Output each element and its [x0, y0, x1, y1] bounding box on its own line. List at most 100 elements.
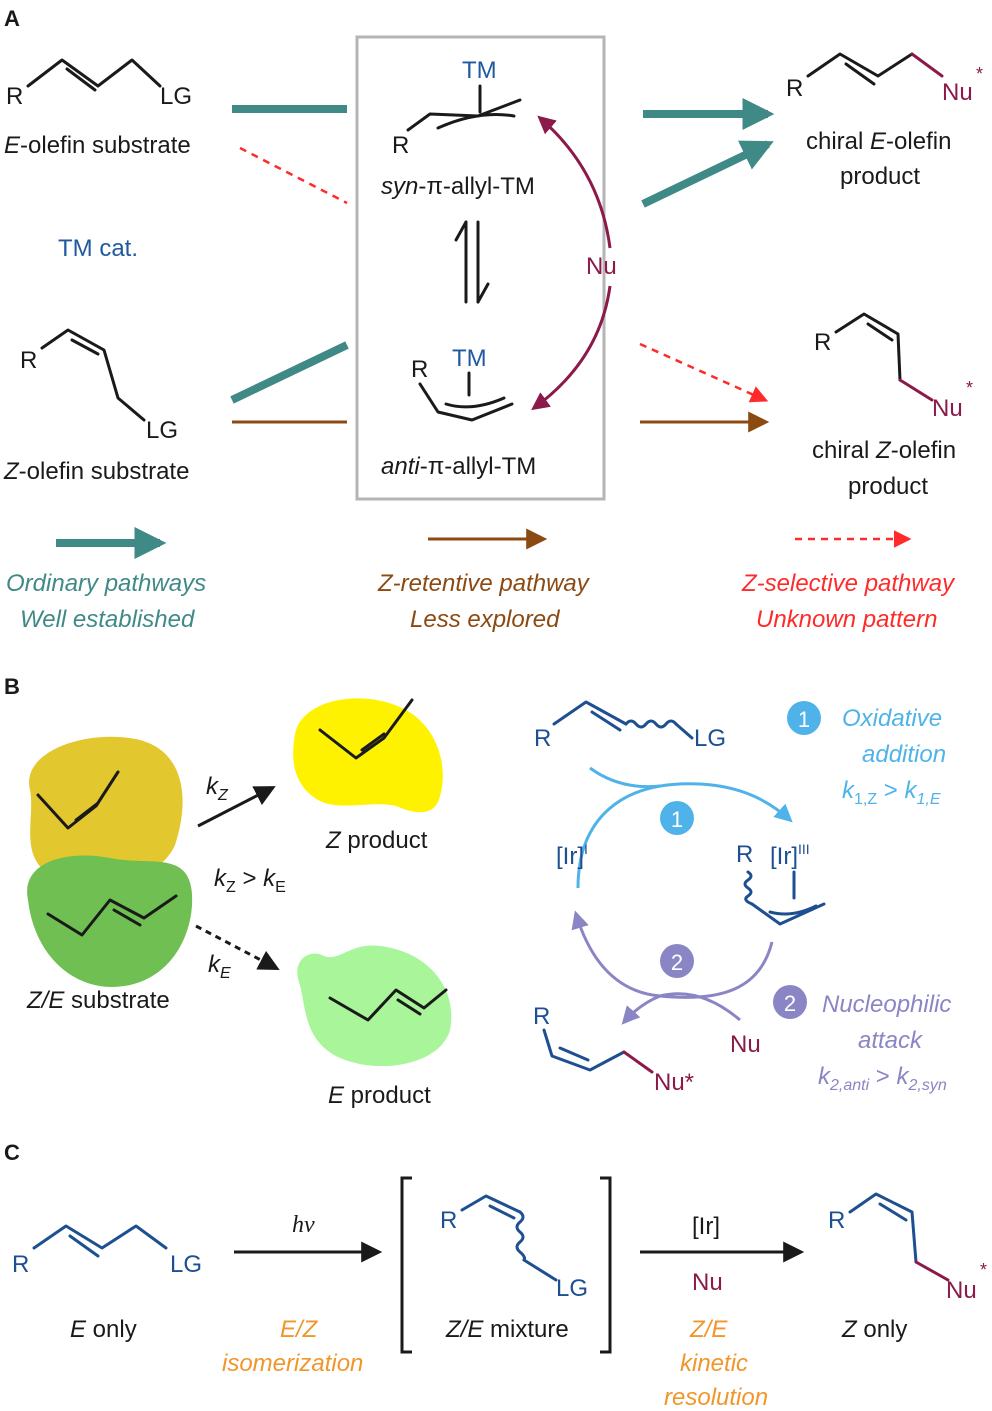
- left-bracket: [400, 1176, 412, 1354]
- lg-leaving-curve: [589, 766, 661, 789]
- kz-arrow: [197, 786, 276, 828]
- z-substrate-blob: [29, 736, 183, 886]
- cycle-nu-product: Nu*: [654, 1069, 694, 1096]
- cycle-r-bottom: R: [533, 1003, 550, 1030]
- e-only-lg: LG: [170, 1251, 202, 1278]
- anti-tm-label: TM: [452, 345, 487, 372]
- chiral-z-olefin-product: R Nu * chiral Z-olefin product: [812, 312, 973, 500]
- z-e-substrate: Z/E substrate: [26, 736, 193, 1014]
- z-only-r: R: [828, 1207, 845, 1234]
- step2-badge-num: 2: [784, 991, 796, 1016]
- z-only-product: R Nu * Z only: [828, 1192, 987, 1343]
- step1-line1: Oxidative: [842, 705, 942, 732]
- e-product-r: R: [786, 75, 803, 102]
- panel-b-label: B: [4, 674, 20, 699]
- e-product-blob: [297, 945, 452, 1067]
- iso-line1: E/Z: [280, 1316, 319, 1343]
- cycle-r-top: R: [534, 725, 551, 752]
- e-product-caption-1: chiral E-olefin: [806, 128, 951, 155]
- syn-pi-allyl-complex: TM R syn-π-allyl-TM: [381, 57, 535, 200]
- z-olefin-substrate: R LG Z-olefin substrate: [3, 328, 189, 485]
- z-substrate-r: R: [20, 347, 37, 374]
- legend-retentive-line2: Less explored: [410, 606, 560, 633]
- hv-label: hν: [292, 1212, 315, 1238]
- tm-cat-label: TM cat.: [58, 235, 138, 262]
- panel-c-label: C: [4, 1140, 20, 1165]
- mixture-r: R: [440, 1207, 457, 1234]
- legend-selective-line2: Unknown pattern: [756, 606, 937, 633]
- z-to-syn-line: [230, 341, 349, 404]
- e-substrate-lg: LG: [160, 83, 192, 110]
- mixture-lg: LG: [556, 1275, 588, 1302]
- e-only-caption: E only: [70, 1316, 137, 1343]
- e-substrate-r: R: [6, 83, 23, 110]
- k-compare-label: kZ > kE: [214, 865, 286, 896]
- step1-cycle-badge-num: 1: [671, 807, 683, 832]
- step2-badge: [773, 985, 807, 1019]
- syn-to-e-product-arrow-2: [641, 140, 774, 208]
- syn-name: syn-π-allyl-TM: [381, 173, 535, 200]
- z-only-nu: Nu: [946, 1277, 977, 1304]
- e-to-anti-dashed: [239, 146, 348, 205]
- z-only-star: *: [980, 1260, 987, 1280]
- e-only-substrate: R LG E only: [12, 1224, 202, 1343]
- e-product-nu: Nu: [942, 79, 973, 106]
- e-olefin-substrate: R LG E-olefin substrate: [4, 58, 192, 159]
- e-substrate-blob: [27, 855, 193, 987]
- reagent-ir: [Ir]: [692, 1213, 720, 1240]
- ke-label: kE: [208, 951, 231, 982]
- nu-attack-anti-arrow: [531, 285, 612, 411]
- cycle-nu: Nu: [730, 1031, 761, 1058]
- step1-badge: [787, 701, 821, 735]
- z-product-caption-1: chiral Z-olefin: [812, 437, 956, 464]
- pathway-legend: Ordinary pathways Well established Z-ret…: [6, 527, 956, 633]
- iridium-catalytic-cycle: R LG 1 Oxidative addition k1,Z > k1,E 1 …: [533, 700, 951, 1096]
- kz-label: kZ: [206, 773, 229, 804]
- legend-ordinary-line1: Ordinary pathways: [6, 570, 206, 597]
- step2-line2: attack: [858, 1027, 924, 1054]
- cycle-r-right: R: [736, 841, 753, 868]
- step1-rate: k1,Z > k1,E: [842, 777, 941, 808]
- nu-attack-syn-arrow: [537, 115, 612, 249]
- substrate-caption: Z/E substrate: [26, 987, 170, 1014]
- kr-line3: resolution: [664, 1384, 768, 1411]
- legend-retentive-line1: Z-retentive pathway: [377, 570, 591, 597]
- syn-r-label: R: [392, 132, 409, 159]
- z-substrate-lg: LG: [146, 417, 178, 444]
- equilibrium-arrows: [454, 220, 490, 304]
- z-product-blob: [293, 698, 443, 813]
- kr-line2: kinetic: [680, 1350, 748, 1377]
- intermediate-box: [355, 35, 606, 501]
- kr-line1: Z/E: [689, 1316, 728, 1343]
- z-product-nu: Nu: [932, 395, 963, 422]
- step2-line1: Nucleophilic: [822, 991, 951, 1018]
- nu-label-a: Nu: [586, 253, 617, 280]
- e-product-b-caption: E product: [328, 1082, 431, 1109]
- panel-a-label: A: [4, 6, 20, 31]
- z-product-caption-2: product: [848, 473, 928, 500]
- e-product-caption-2: product: [840, 163, 920, 190]
- z-product-r: R: [814, 329, 831, 356]
- oxidative-addition-arrow: [576, 782, 793, 889]
- ke-dashed-arrow: [195, 924, 280, 970]
- ir1-label: [Ir]I: [556, 841, 588, 870]
- e-only-r: R: [12, 1251, 29, 1278]
- e-substrate-caption: E-olefin substrate: [4, 132, 191, 159]
- reagent-nu: Nu: [692, 1269, 723, 1296]
- cycle-lg-top: LG: [694, 725, 726, 752]
- anti-pi-allyl-complex: R TM anti-π-allyl-TM: [381, 345, 536, 480]
- e-product-star: *: [976, 64, 983, 84]
- step2-cycle-badge-num: 2: [671, 950, 683, 975]
- syn-tm-label: TM: [462, 57, 497, 84]
- z-product-b-caption: Z product: [325, 827, 428, 854]
- step1-line2: addition: [862, 741, 946, 768]
- step1-badge-num: 1: [798, 707, 810, 732]
- z-product-b: Z product: [293, 698, 443, 854]
- ir3-label: [Ir]III: [770, 841, 810, 870]
- syn-to-z-product-dashed-arrow: [639, 342, 769, 403]
- chiral-e-olefin-product: R Nu * chiral E-olefin product: [786, 52, 983, 190]
- e-product-b: E product: [297, 945, 452, 1109]
- step1-cycle-badge: [660, 801, 694, 835]
- anti-name: anti-π-allyl-TM: [381, 453, 536, 480]
